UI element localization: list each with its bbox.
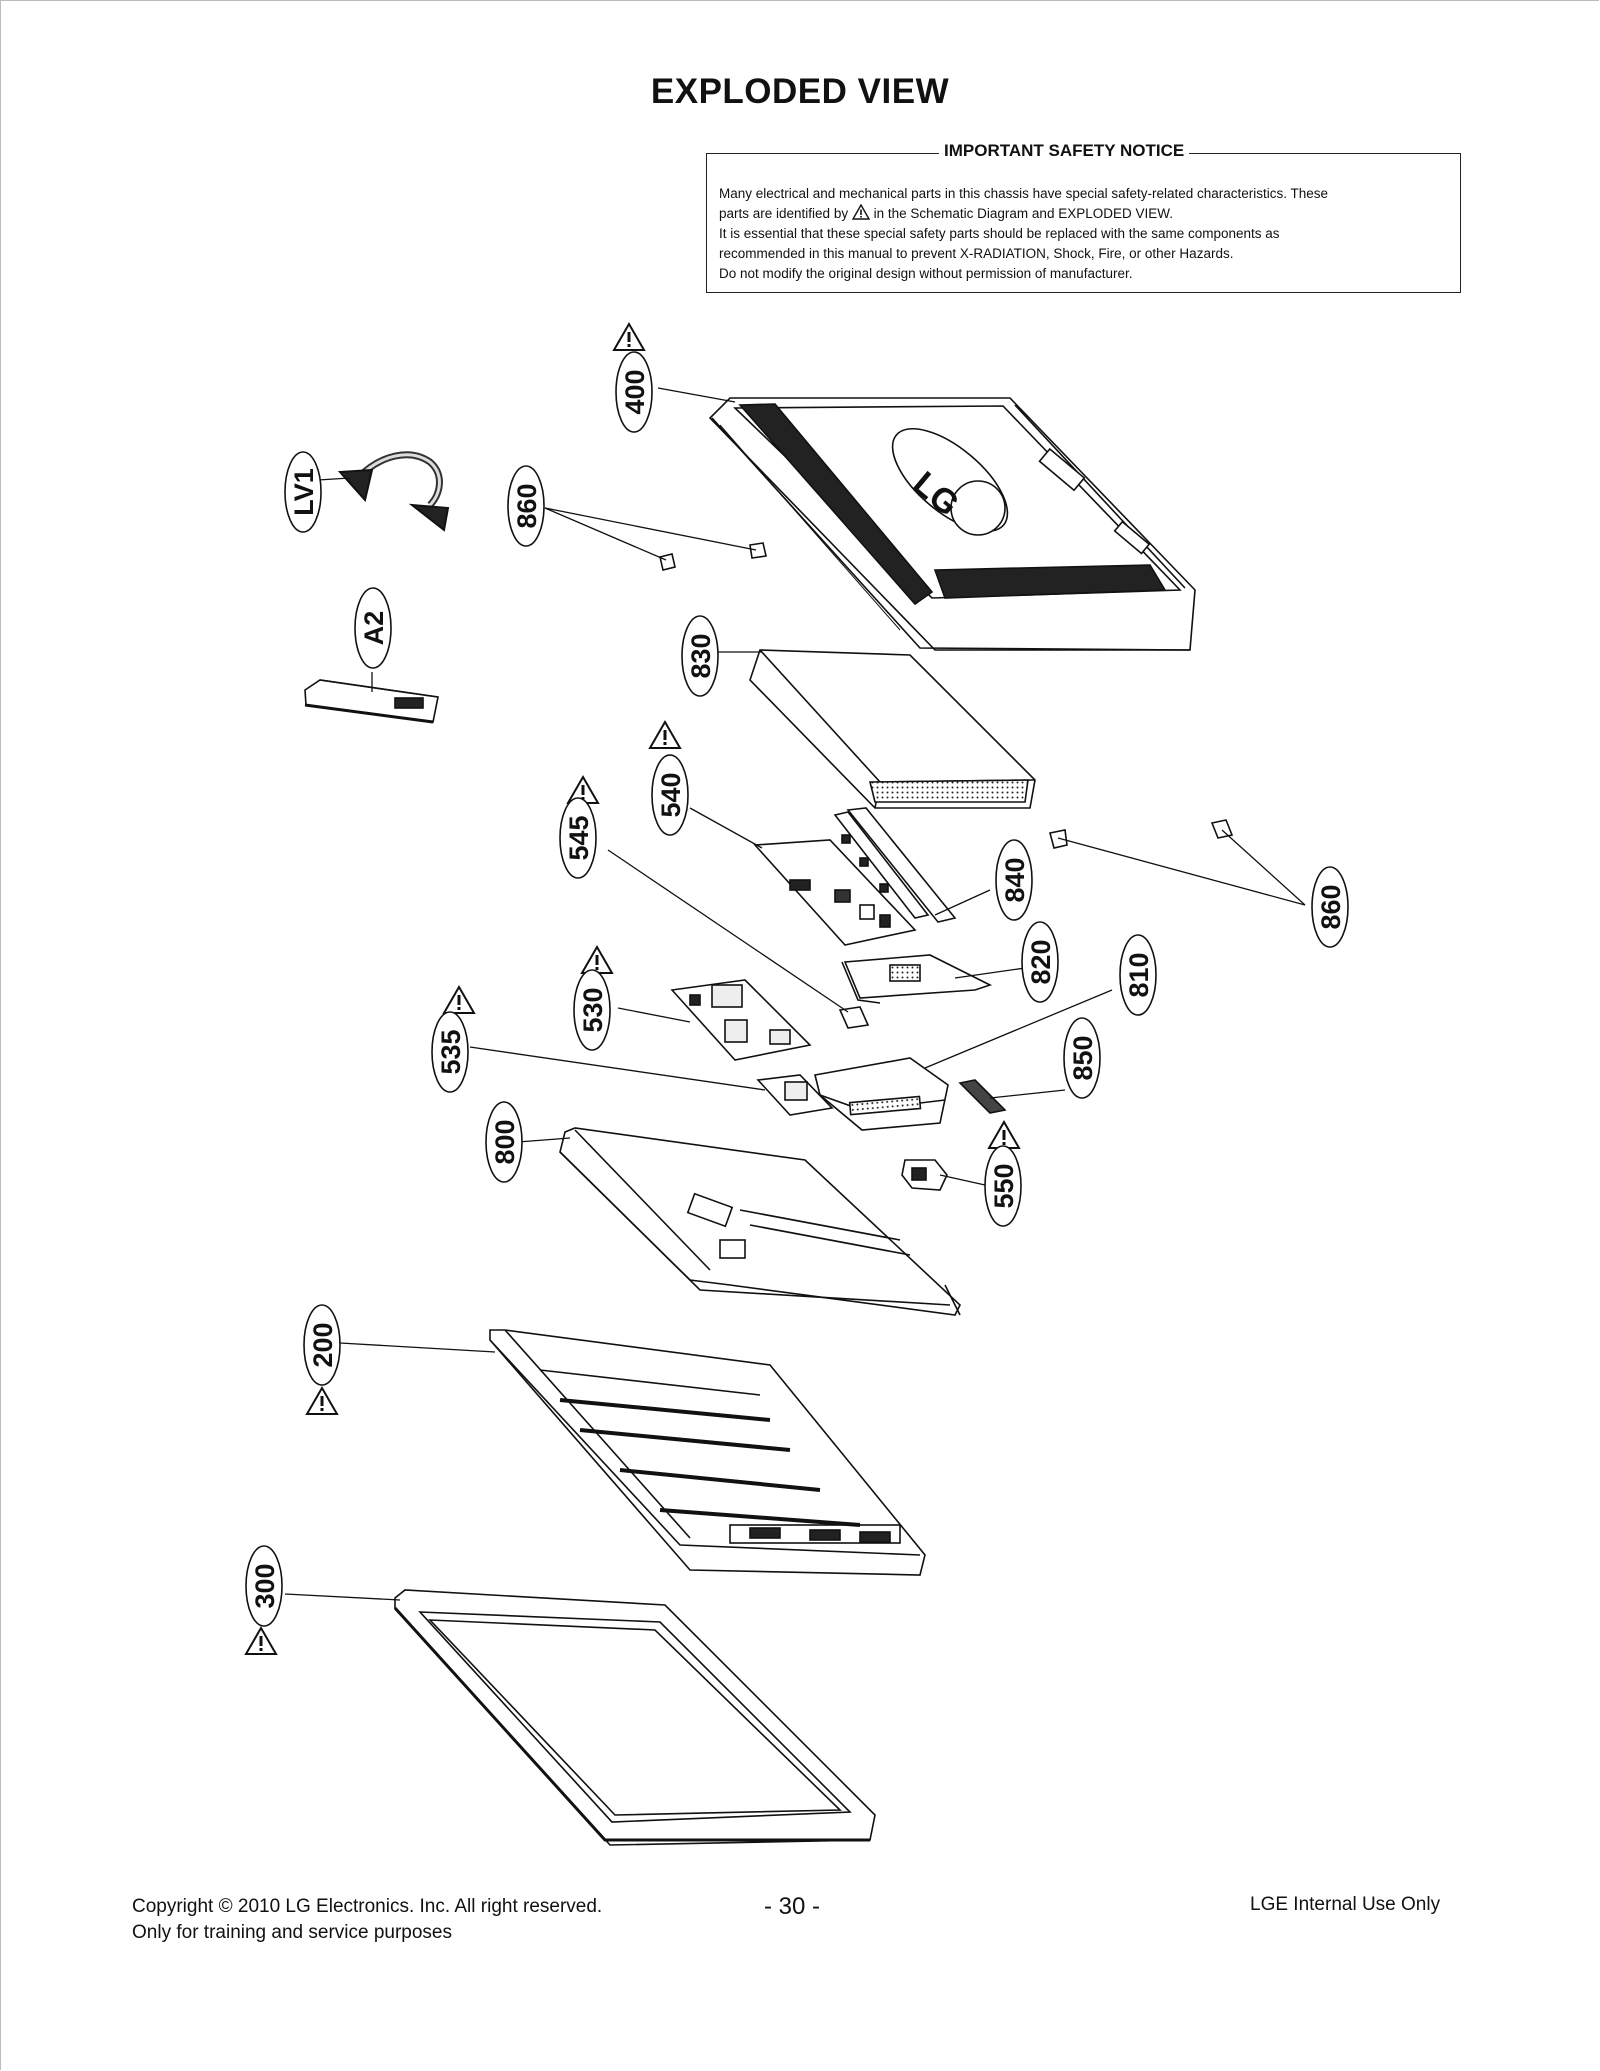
part-530-power-board bbox=[670, 979, 812, 1061]
part-535-board bbox=[756, 1074, 834, 1116]
label-535: 535 bbox=[431, 1011, 469, 1093]
footer-copyright: Copyright © 2010 LG Electronics. Inc. Al… bbox=[132, 1894, 602, 1946]
label-300: 300 bbox=[245, 1545, 283, 1627]
part-545-board bbox=[838, 1006, 870, 1029]
label-540: 540 bbox=[651, 754, 689, 836]
label-800: 800 bbox=[485, 1101, 523, 1183]
notice-line-3: It is essential that these special safet… bbox=[719, 226, 1280, 241]
part-810-bracket bbox=[814, 1057, 949, 1131]
label-860-right-text: 860 bbox=[1316, 884, 1346, 929]
notice-line-1: Many electrical and mechanical parts in … bbox=[719, 186, 1329, 201]
label-lv1-text: LV1 bbox=[289, 468, 319, 516]
part-860-clips-right bbox=[1049, 819, 1234, 849]
label-a2: A2 bbox=[354, 587, 392, 669]
label-820: 820 bbox=[1021, 921, 1059, 1003]
warning-icon-550 bbox=[988, 1121, 1020, 1149]
label-200-text: 200 bbox=[308, 1322, 338, 1367]
label-530-text: 530 bbox=[578, 987, 608, 1032]
safety-notice-body: Many electrical and mechanical parts in … bbox=[719, 184, 1448, 284]
part-820-cover bbox=[841, 954, 993, 1004]
warning-icon-300 bbox=[245, 1627, 277, 1655]
label-840: 840 bbox=[995, 839, 1033, 921]
label-830: 830 bbox=[681, 615, 719, 697]
label-300-text: 300 bbox=[250, 1563, 280, 1608]
label-860-upper: 860 bbox=[507, 465, 545, 547]
part-830-shield bbox=[749, 649, 1036, 809]
part-550 bbox=[901, 1159, 948, 1191]
label-830-text: 830 bbox=[686, 633, 716, 678]
label-550: 550 bbox=[984, 1145, 1022, 1227]
part-lv1-cable bbox=[337, 451, 450, 532]
part-850 bbox=[958, 1079, 1007, 1114]
notice-line-2a: parts are identified by bbox=[719, 206, 849, 221]
label-lv1: LV1 bbox=[284, 451, 322, 533]
warning-triangle-icon bbox=[851, 204, 870, 220]
label-a2-text: A2 bbox=[359, 611, 389, 646]
part-540-main-board bbox=[753, 811, 930, 946]
notice-line-2b: in the Schematic Diagram and EXPLODED VI… bbox=[873, 206, 1173, 221]
safety-notice-box: IMPORTANT SAFETY NOTICE Many electrical … bbox=[706, 141, 1461, 293]
part-800-chassis bbox=[559, 1127, 961, 1316]
label-200: 200 bbox=[303, 1304, 341, 1386]
label-820-text: 820 bbox=[1026, 939, 1056, 984]
label-530: 530 bbox=[573, 969, 611, 1051]
footer-internal-use: LGE Internal Use Only bbox=[1250, 1894, 1441, 1915]
label-840-text: 840 bbox=[1000, 857, 1030, 902]
part-a2-remote bbox=[304, 679, 439, 724]
footer-copyright-line-2: Only for training and service purposes bbox=[132, 1922, 452, 1943]
notice-line-2: parts are identified by in the Schematic… bbox=[719, 204, 1448, 224]
label-535-text: 535 bbox=[436, 1029, 466, 1074]
label-540-text: 540 bbox=[656, 772, 686, 817]
footer-copyright-line-1: Copyright © 2010 LG Electronics. Inc. Al… bbox=[132, 1896, 603, 1917]
label-545-text: 545 bbox=[564, 815, 594, 860]
notice-line-5: Do not modify the original design withou… bbox=[719, 266, 1133, 281]
label-860-upper-text: 860 bbox=[512, 483, 542, 528]
label-400: 400 bbox=[615, 351, 653, 433]
label-850-text: 850 bbox=[1068, 1035, 1098, 1080]
label-860-right: 860 bbox=[1311, 866, 1349, 948]
warning-icon-535 bbox=[443, 986, 475, 1014]
page-number: - 30 - bbox=[764, 1893, 821, 1920]
label-800-text: 800 bbox=[490, 1119, 520, 1164]
part-300-front-frame bbox=[393, 1589, 876, 1846]
exploded-view-diagram: LG bbox=[245, 323, 1349, 1846]
label-545: 545 bbox=[559, 797, 597, 879]
safety-notice-title: IMPORTANT SAFETY NOTICE bbox=[939, 141, 1190, 161]
part-200-panel bbox=[489, 1329, 926, 1576]
warning-icon-530 bbox=[581, 946, 613, 974]
part-labels: 400 LV1 860 A2 830 540 545 840 860 820 8 bbox=[245, 351, 1349, 1627]
label-850: 850 bbox=[1063, 1017, 1101, 1099]
label-550-text: 550 bbox=[989, 1163, 1019, 1208]
warning-icon-540 bbox=[649, 721, 681, 749]
lg-logo: LG bbox=[891, 427, 1009, 536]
part-400-back-cover: LG bbox=[708, 397, 1196, 651]
leader-lines bbox=[284, 387, 1306, 1601]
warning-icon-200 bbox=[306, 1387, 338, 1415]
part-860-clips-upper bbox=[659, 542, 767, 571]
notice-line-4: recommended in this manual to prevent X-… bbox=[719, 246, 1234, 261]
warning-icon-400 bbox=[613, 323, 645, 351]
label-810-text: 810 bbox=[1124, 952, 1154, 997]
part-840-bracket bbox=[846, 807, 957, 923]
label-400-text: 400 bbox=[620, 369, 650, 414]
label-810: 810 bbox=[1119, 934, 1157, 1016]
page-title: EXPLODED VIEW bbox=[650, 72, 950, 111]
